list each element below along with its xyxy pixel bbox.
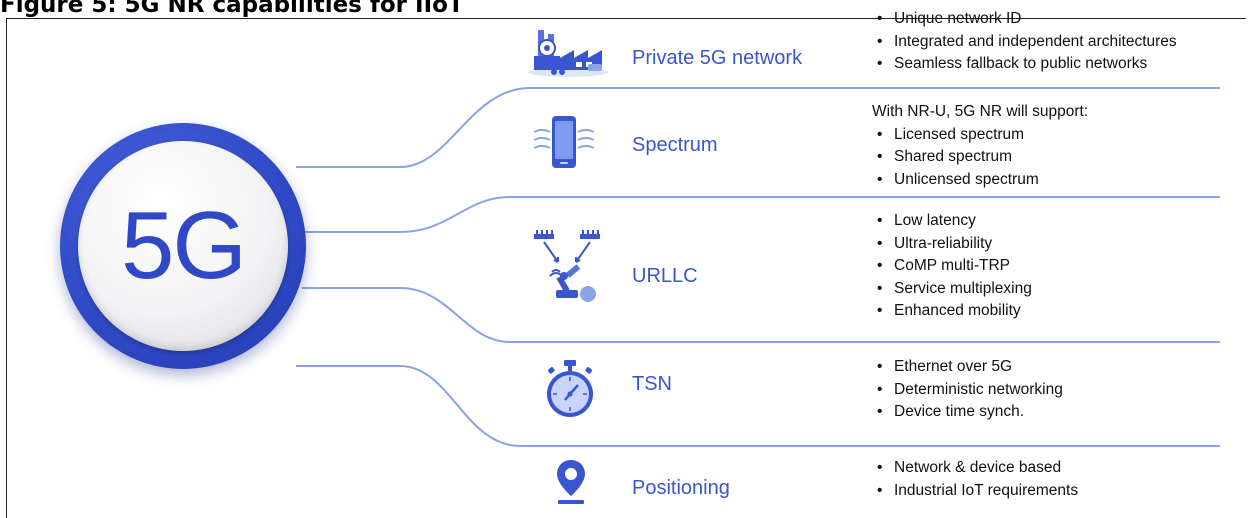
bullets-spectrum: With NR-U, 5G NR will support: Licensed … [872, 101, 1088, 191]
bullet-intro: With NR-U, 5G NR will support: [872, 103, 1089, 120]
center-badge: 5G [60, 123, 306, 369]
row-title-urllc: URLLC [632, 265, 698, 287]
smartphone-icon [533, 116, 595, 168]
location-pin-icon [557, 460, 585, 504]
connector-spectrum [296, 87, 1220, 168]
center-disc [78, 141, 288, 351]
bullet-item: Seamless fallback to public networks [872, 53, 1177, 76]
connector-urllc-lower [302, 287, 1220, 343]
row-title-spectrum: Spectrum [632, 134, 718, 156]
connector-tsn [296, 365, 1220, 447]
bullet-item: Network & device based [872, 457, 1078, 480]
factory-icon [528, 30, 608, 77]
bullet-item: Licensed spectrum [872, 124, 1088, 147]
bullet-item: Industrial IoT requirements [872, 480, 1078, 503]
bullets-tsn: Ethernet over 5G Deterministic networkin… [872, 356, 1063, 424]
bullet-item: Ultra-reliability [872, 233, 1032, 256]
row-title-private-network: Private 5G network [632, 47, 803, 69]
bullet-item: Deterministic networking [872, 379, 1063, 402]
connector-urllc [302, 196, 1220, 233]
bullets-positioning: Network & device based Industrial IoT re… [872, 457, 1078, 502]
center-label: 5G [120, 192, 247, 299]
bullet-item: Service multiplexing [872, 278, 1032, 301]
stopwatch-icon [547, 360, 593, 417]
figure-caption: Figure 5: 5G NR capabilities for IIoT [0, 0, 464, 18]
bullet-item: Integrated and independent architectures [872, 31, 1177, 54]
bullets-private-network: Unique network ID Integrated and indepen… [872, 8, 1177, 76]
bullet-item: Device time synch. [872, 401, 1063, 424]
figure-frame [6, 18, 1246, 518]
robot-arm-icon [534, 230, 600, 302]
bullet-item: Ethernet over 5G [872, 356, 1063, 379]
row-title-tsn: TSN [632, 373, 672, 395]
bullet-item: Shared spectrum [872, 146, 1088, 169]
bullet-item: Unique network ID [872, 8, 1177, 31]
row-title-positioning: Positioning [632, 477, 730, 499]
bullets-urllc: Low latency Ultra-reliability CoMP multi… [872, 210, 1032, 323]
bullet-item: CoMP multi-TRP [872, 255, 1032, 278]
bullet-item: Low latency [872, 210, 1032, 233]
bullet-item: Unlicensed spectrum [872, 169, 1088, 192]
bullet-item: Enhanced mobility [872, 300, 1032, 323]
